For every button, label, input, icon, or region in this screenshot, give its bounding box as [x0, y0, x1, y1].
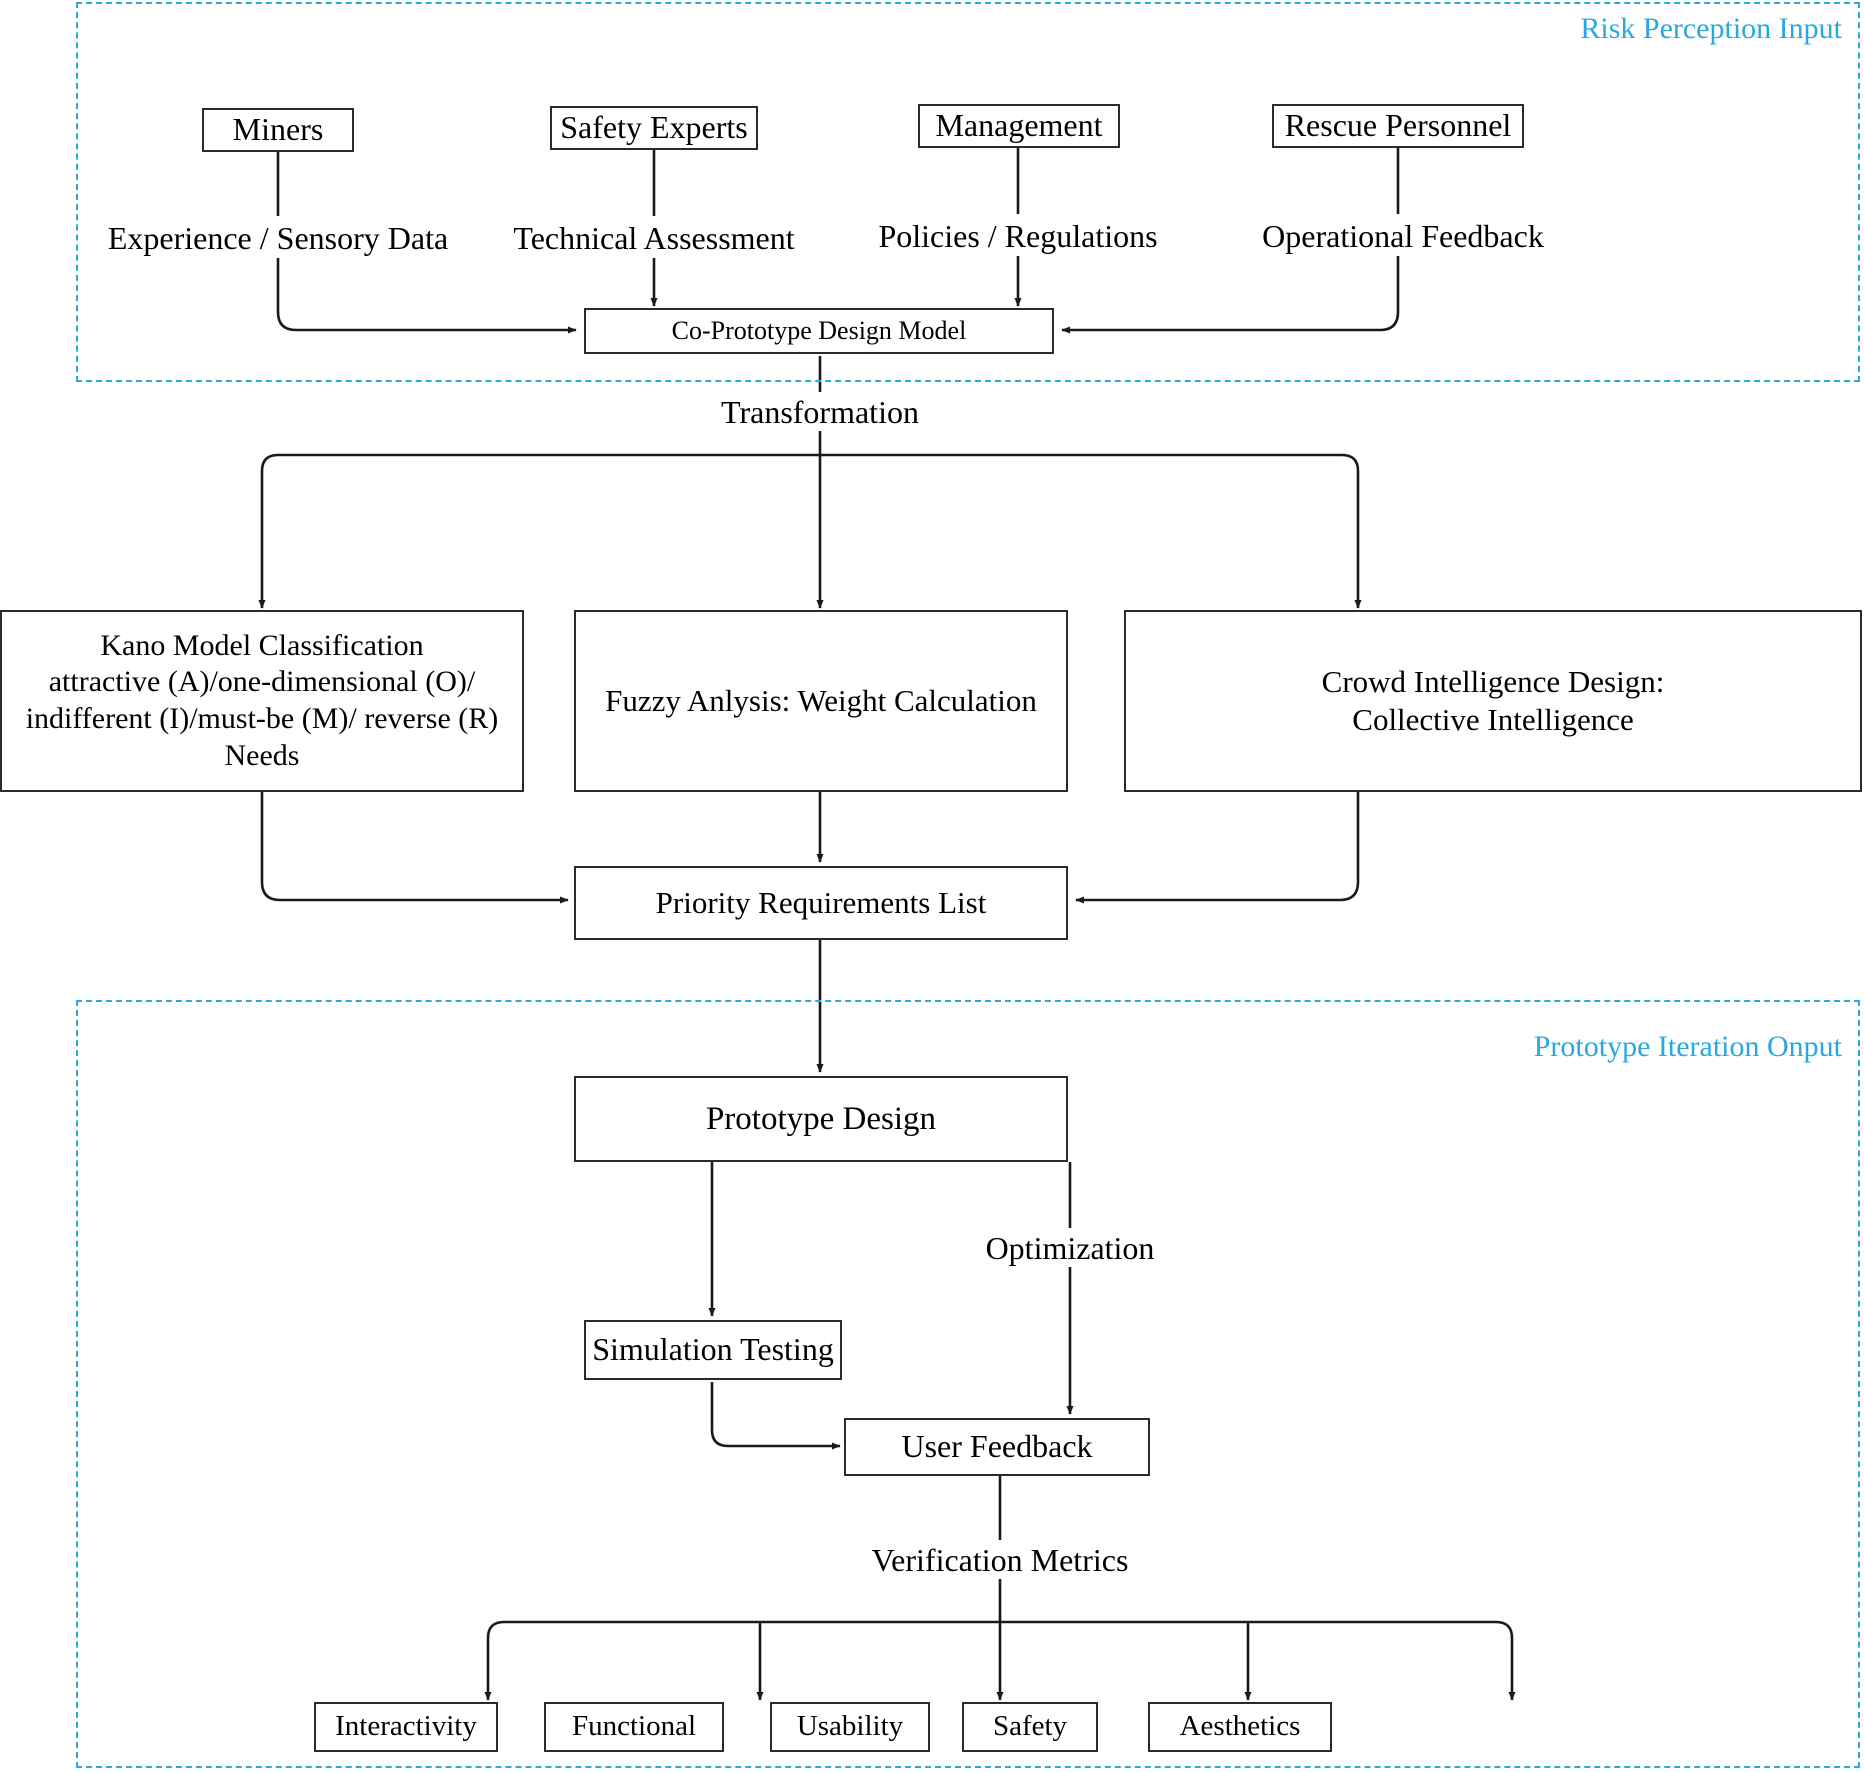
node-metric-safety[interactable]: Safety — [962, 1702, 1098, 1752]
node-kano-line-4: Needs — [224, 738, 300, 772]
node-management[interactable]: Management — [918, 104, 1120, 148]
node-kano-line-3: indifferent (I)/must-be (M)/ reverse (R) — [25, 702, 499, 735]
edge-label-verification-metrics: Verification Metrics — [830, 1542, 1170, 1579]
node-metric-safety-label: Safety — [992, 1710, 1068, 1743]
node-co-prototype-design-model[interactable]: Co-Prototype Design Model — [584, 308, 1054, 354]
node-kano-line-2: attractive (A)/one-dimensional (O)/ — [48, 665, 476, 699]
node-rescue-personnel[interactable]: Rescue Personnel — [1272, 104, 1524, 148]
node-miners[interactable]: Miners — [202, 108, 354, 152]
node-simulation-testing[interactable]: Simulation Testing — [584, 1320, 842, 1380]
node-rescue-personnel-label: Rescue Personnel — [1284, 107, 1512, 144]
node-metric-aesthetics-label: Aesthetics — [1179, 1710, 1301, 1743]
node-priority-requirements-list-label: Priority Requirements List — [655, 885, 987, 921]
node-metric-functional-label: Functional — [571, 1710, 697, 1743]
node-simulation-testing-label: Simulation Testing — [592, 1331, 834, 1368]
edge-label-policies-regulations: Policies / Regulations — [878, 218, 1158, 254]
region-risk-perception-input — [76, 2, 1860, 382]
node-crowd-line-1: Crowd Intelligence Design: — [1321, 664, 1665, 700]
node-prototype-design-label: Prototype Design — [705, 1100, 937, 1137]
node-management-label: Management — [935, 107, 1103, 144]
edge-label-optimization: Optimization — [900, 1230, 1240, 1267]
node-metric-aesthetics[interactable]: Aesthetics — [1148, 1702, 1332, 1752]
node-crowd-line-2: Collective Intelligence — [1352, 702, 1634, 737]
node-metric-usability-label: Usability — [796, 1710, 904, 1743]
node-priority-requirements-list[interactable]: Priority Requirements List — [574, 866, 1068, 940]
node-metric-interactivity[interactable]: Interactivity — [314, 1702, 498, 1752]
region-label-risk-perception-input: Risk Perception Input — [1580, 12, 1842, 45]
node-fuzzy-analysis[interactable]: Fuzzy Anlysis: Weight Calculation — [574, 610, 1068, 792]
region-prototype-iteration-output — [76, 1000, 1860, 1768]
node-co-prototype-design-model-label: Co-Prototype Design Model — [671, 316, 967, 346]
node-prototype-design[interactable]: Prototype Design — [574, 1076, 1068, 1162]
node-fuzzy-analysis-label: Fuzzy Anlysis: Weight Calculation — [605, 683, 1037, 719]
node-kano-model-classification[interactable]: Kano Model Classification attractive (A)… — [0, 610, 524, 792]
node-crowd-intelligence-design[interactable]: Crowd Intelligence Design: Collective In… — [1124, 610, 1862, 792]
edge-label-experience-sensory-data: Experience / Sensory Data — [107, 220, 449, 256]
edge-label-transformation: Transformation — [660, 394, 980, 431]
node-metric-usability[interactable]: Usability — [770, 1702, 930, 1752]
node-safety-experts[interactable]: Safety Experts — [550, 106, 758, 150]
node-safety-experts-label: Safety Experts — [560, 109, 748, 146]
node-metric-interactivity-label: Interactivity — [335, 1710, 477, 1743]
node-kano-line-1: Kano Model Classification — [100, 628, 424, 662]
edge-label-technical-assessment: Technical Assessment — [513, 220, 795, 256]
node-user-feedback[interactable]: User Feedback — [844, 1418, 1150, 1476]
region-label-prototype-iteration-output: Prototype Iteration Onput — [1533, 1030, 1842, 1063]
node-user-feedback-label: User Feedback — [901, 1428, 1093, 1465]
node-metric-functional[interactable]: Functional — [544, 1702, 724, 1752]
edge-label-operational-feedback: Operational Feedback — [1262, 218, 1544, 254]
node-miners-label: Miners — [232, 111, 324, 148]
